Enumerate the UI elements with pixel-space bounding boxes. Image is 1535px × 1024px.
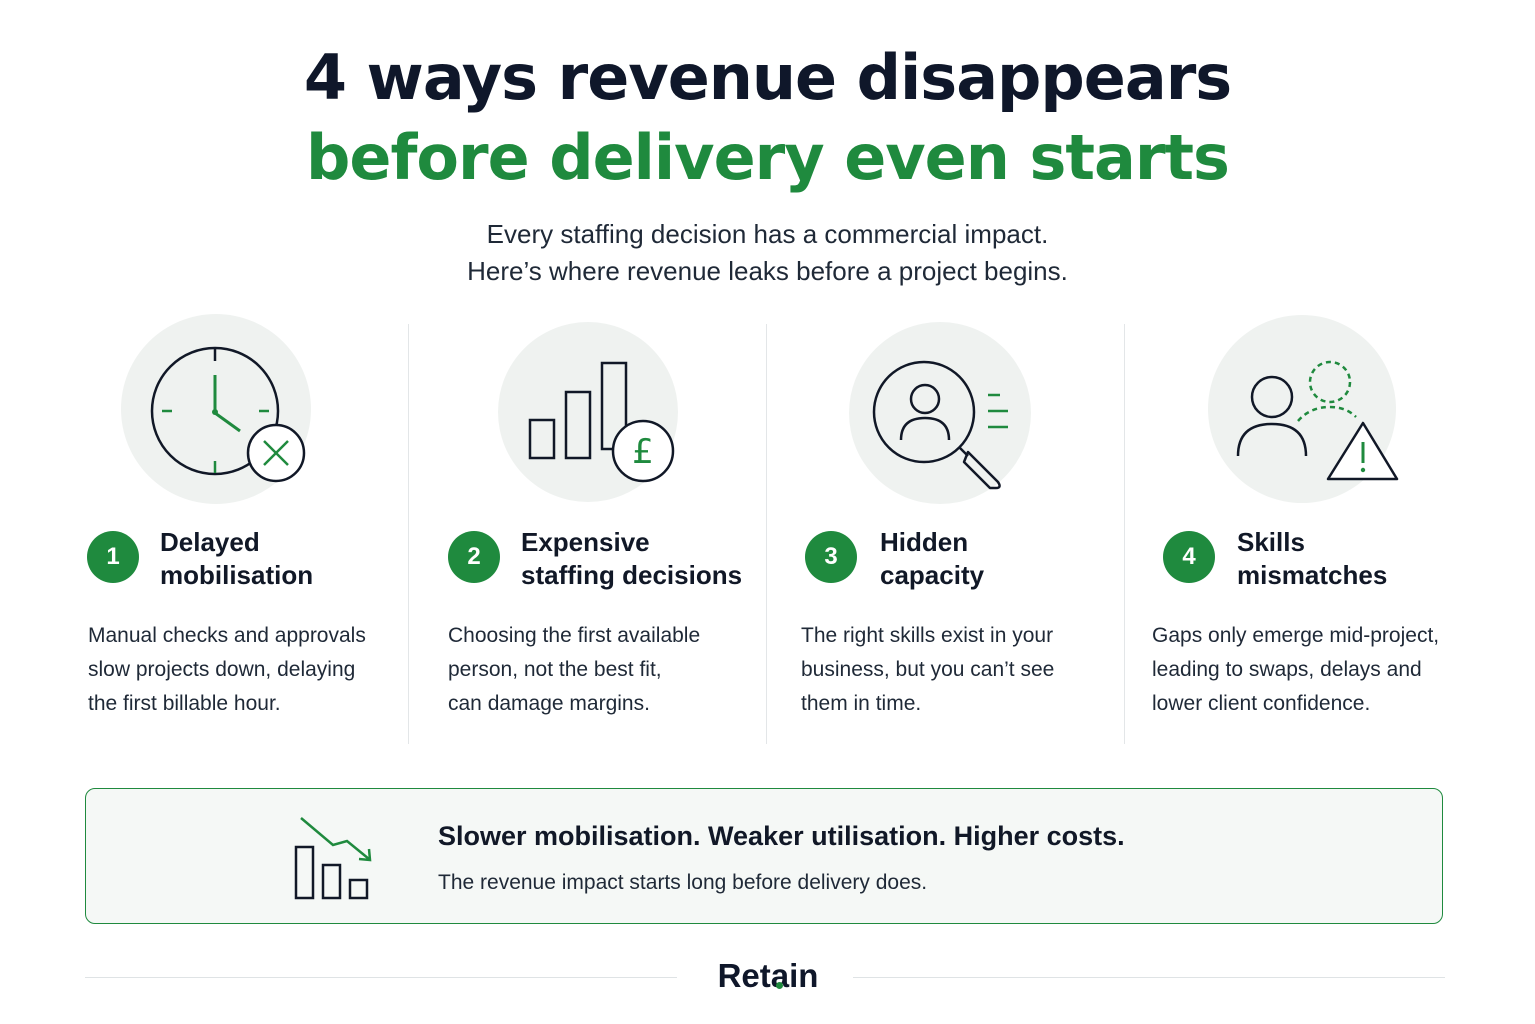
description-line: person, not the best fit, [448,658,662,681]
svg-text:£: £ [632,432,654,472]
footer-divider-right [853,977,1445,978]
description-line: slow projects down, delaying [88,658,356,681]
item-description: Manual checks and approvals slow project… [88,619,366,721]
description-line: Choosing the first available [448,624,701,647]
heading-line: Delayed [160,527,260,557]
item-heading: Expensive staffing decisions [521,526,742,592]
description-line: leading to swaps, delays and [1152,658,1422,681]
title-line-2: before delivery even starts [306,121,1230,194]
subtitle-line-1: Every staffing decision has a commercial… [486,219,1049,249]
icon-background [849,322,1031,504]
description-line: lower client confidence. [1152,692,1371,715]
heading-line: staffing decisions [521,560,743,590]
person-warning-icon [1236,360,1399,481]
column-divider [408,324,409,744]
column-divider [1124,324,1125,744]
item-heading: Hidden capacity [880,526,984,592]
heading-line: capacity [880,560,985,590]
footer-divider-left [85,977,677,978]
heading-line: Skills [1237,527,1305,557]
heading-line: Hidden [880,527,969,557]
declining-bars-icon [294,817,372,900]
heading-line: mobilisation [160,560,314,590]
page-subtitle: Every staffing decision has a commercial… [0,216,1535,290]
bar-chart-pound-icon: £ [528,361,675,483]
heading-line: mismatches [1237,560,1388,590]
magnifier-person-icon [872,360,1008,490]
summary-callout: Slower mobilisation. Weaker utilisation.… [85,788,1443,924]
item-description: Gaps only emerge mid-project, leading to… [1152,619,1439,721]
item-heading: Skills mismatches [1237,526,1387,592]
description-line: business, but you can’t see [801,658,1055,681]
retain-logo: Retain [717,957,819,994]
heading-line: Expensive [521,527,650,557]
description-line: Manual checks and approvals [88,624,366,647]
step-number-badge: 3 [805,531,857,583]
summary-title: Slower mobilisation. Weaker utilisation.… [438,821,1125,851]
item-heading: Delayed mobilisation [160,526,313,592]
summary-subtitle: The revenue impact starts long before de… [438,871,928,894]
description-line: the first billable hour. [88,692,281,715]
step-number-badge: 4 [1163,531,1215,583]
clock-x-icon [150,346,306,483]
subtitle-line-2: Here’s where revenue leaks before a proj… [467,256,1068,286]
step-number-badge: 1 [87,531,139,583]
column-divider [766,324,767,744]
item-description: The right skills exist in your business,… [801,619,1054,721]
description-line: The right skills exist in your [801,624,1054,647]
description-line: can damage margins. [448,692,650,715]
title-line-1: 4 ways revenue disappears [303,41,1232,114]
page-title: 4 ways revenue disappears before deliver… [0,38,1535,198]
step-number-badge: 2 [448,531,500,583]
item-description: Choosing the first available person, not… [448,619,700,721]
description-line: Gaps only emerge mid-project, [1152,624,1440,647]
logo-accent-dot [776,982,783,989]
description-line: them in time. [801,692,922,715]
